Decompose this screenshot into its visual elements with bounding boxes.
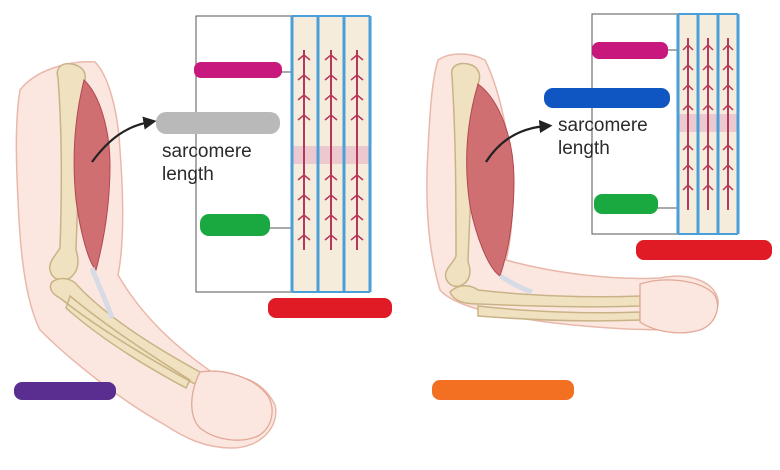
redaction-mark-icon bbox=[268, 298, 392, 318]
right-label-line1: sarcomere bbox=[558, 115, 648, 136]
redaction-mark-icon bbox=[156, 112, 280, 134]
redaction-mark-icon bbox=[14, 382, 116, 400]
left-hand bbox=[192, 371, 272, 440]
left-label-line2: length bbox=[162, 164, 214, 185]
redaction-mark-icon bbox=[544, 88, 670, 108]
left-sarcomere-stack bbox=[292, 16, 370, 292]
right-sarcomere-stack bbox=[678, 14, 738, 234]
right-label-line2: length bbox=[558, 138, 610, 159]
redaction-mark-icon bbox=[636, 240, 772, 260]
right-hand bbox=[640, 280, 718, 333]
redaction-mark-icon bbox=[432, 380, 574, 400]
left-label-line1: sarcomere bbox=[162, 141, 252, 162]
redaction-mark-icon bbox=[594, 194, 658, 214]
redaction-mark-icon bbox=[592, 42, 668, 59]
redaction-mark-icon bbox=[200, 214, 270, 236]
redaction-mark-icon bbox=[194, 62, 282, 78]
